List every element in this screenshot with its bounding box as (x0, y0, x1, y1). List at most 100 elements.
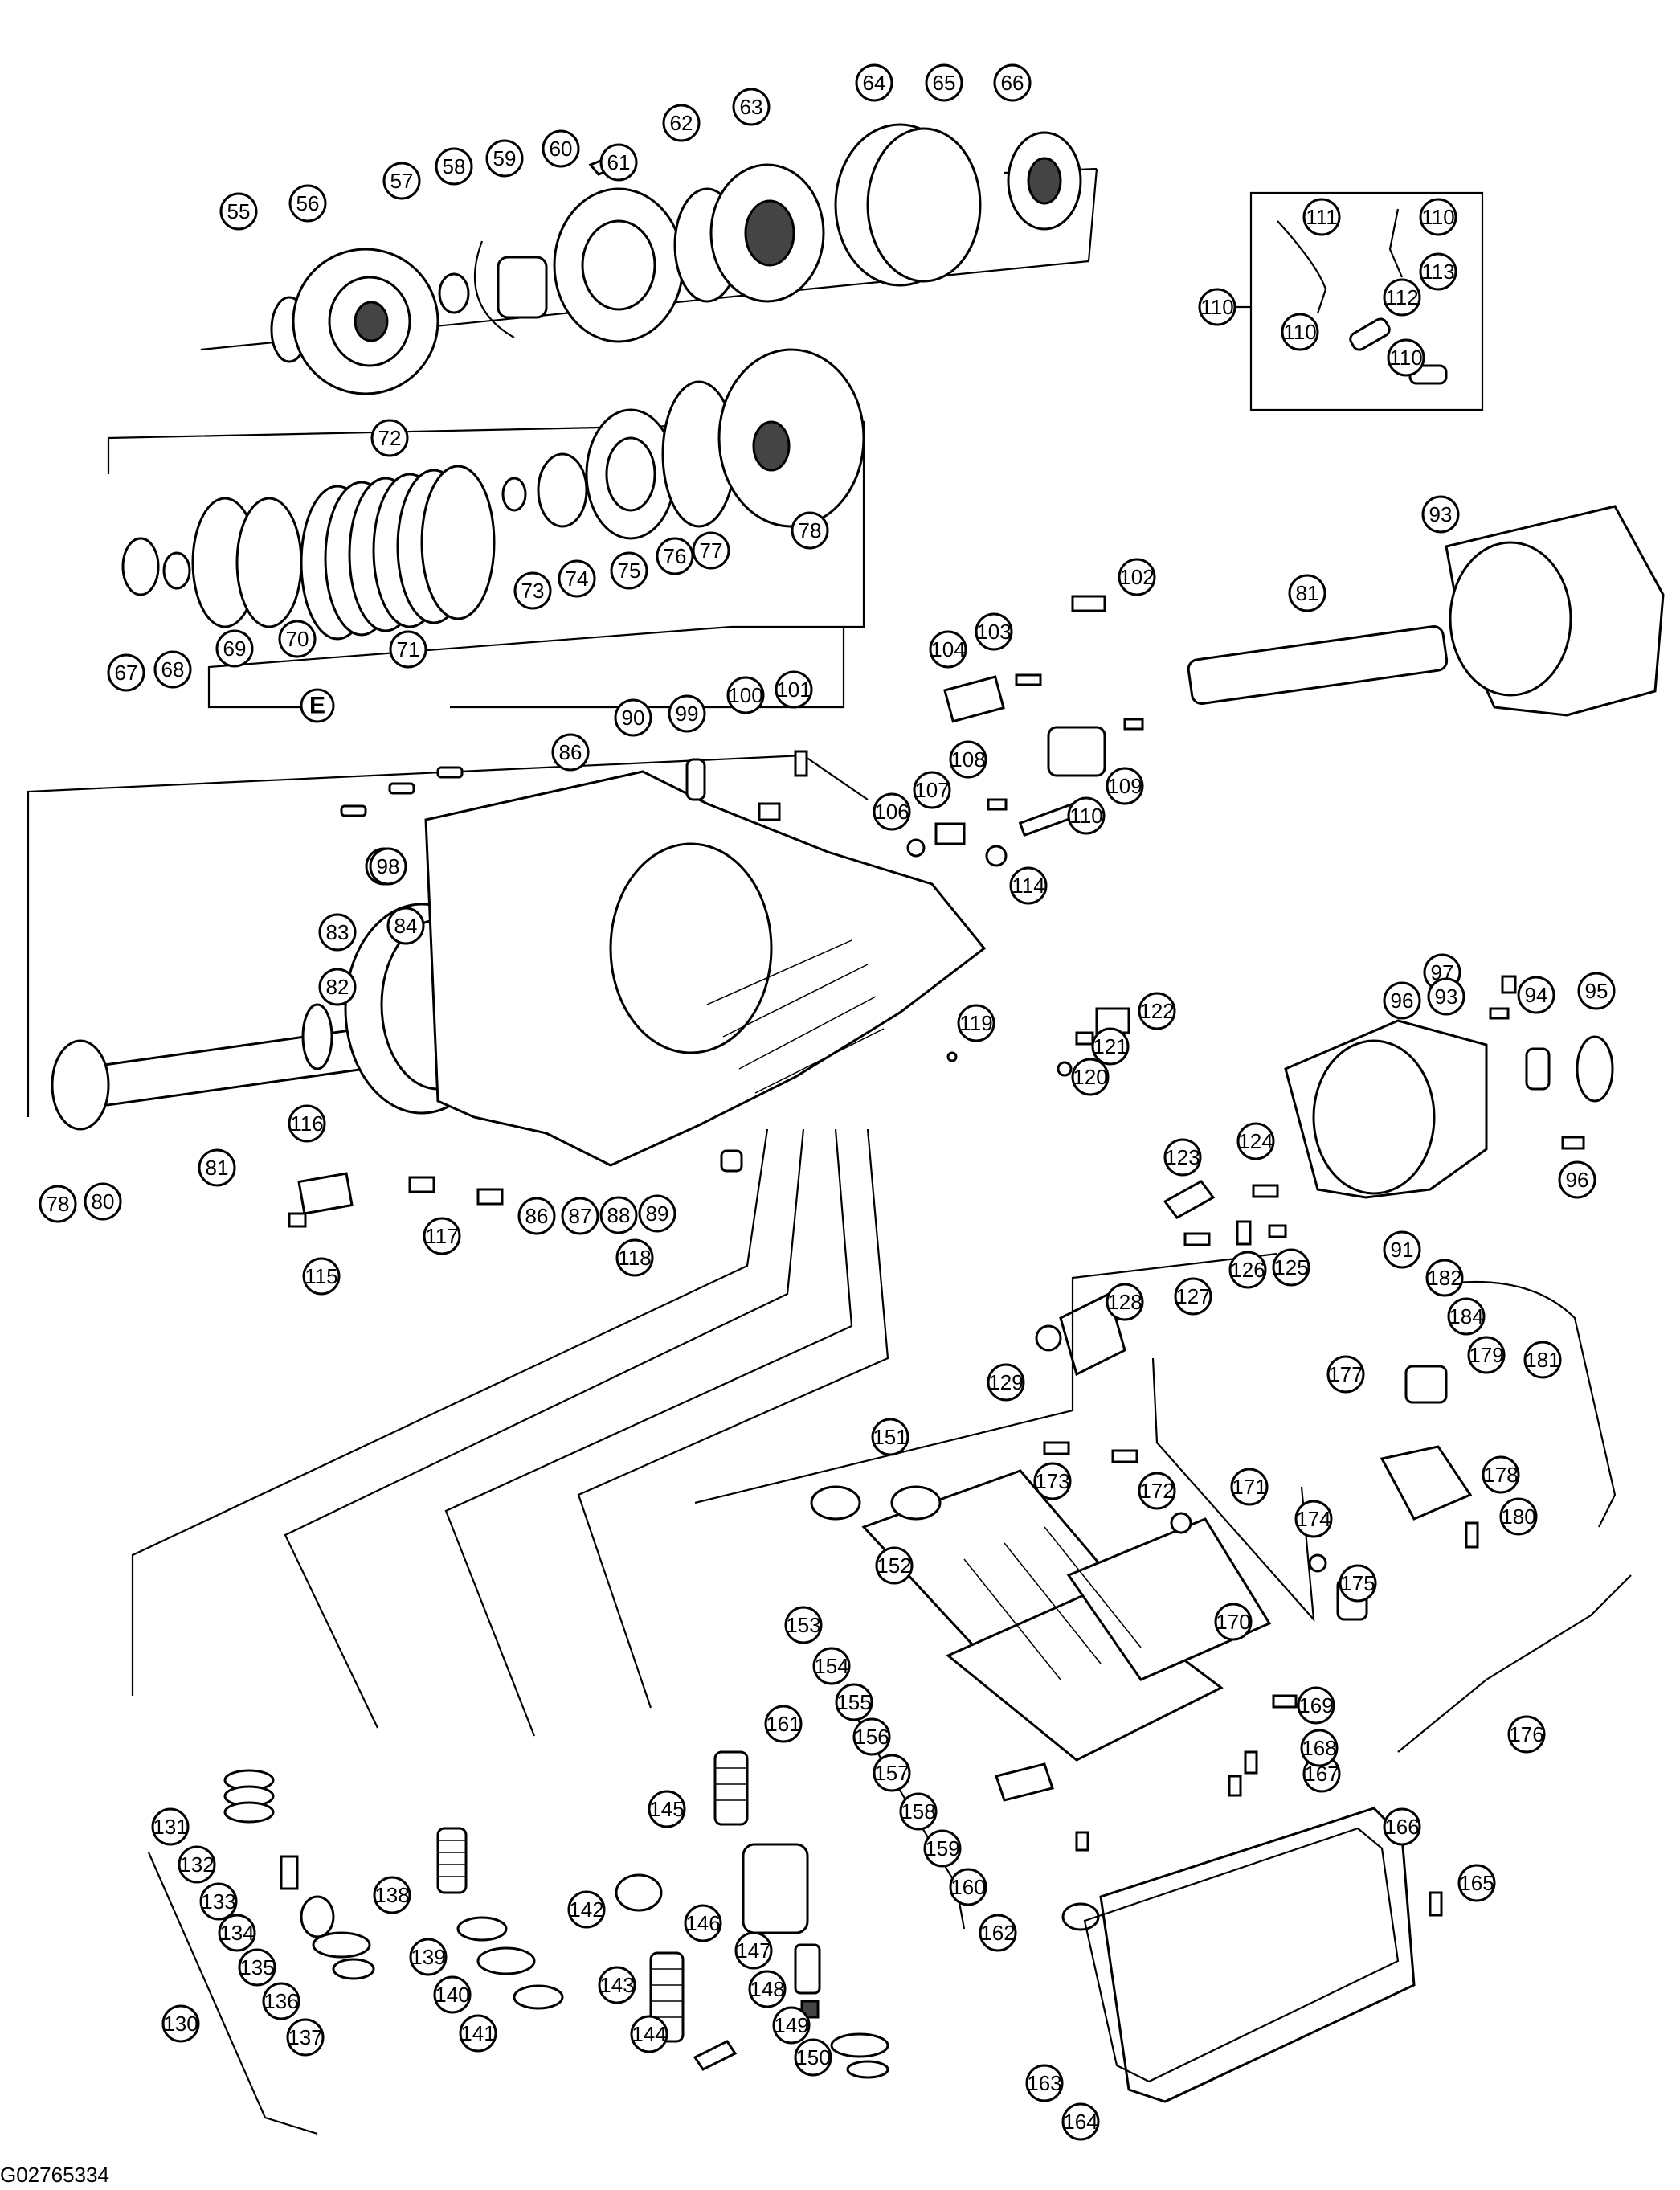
callout-142: 142 (567, 1890, 606, 1929)
callout-circle (288, 184, 327, 223)
callout-number: 134 (219, 1921, 254, 1945)
callout-number: 110 (1421, 205, 1454, 229)
callout-circle (161, 2004, 200, 2043)
callout-circle (662, 104, 701, 142)
callout-circle (1198, 288, 1236, 326)
callout-number: 89 (646, 1201, 669, 1226)
callout-91: 91 (1383, 1230, 1421, 1269)
part-68-ring (162, 551, 191, 590)
part-149-seal (830, 2032, 889, 2058)
callout-86: 86 (551, 733, 590, 772)
callout-159: 159 (923, 1829, 962, 1868)
callout-101: 101 (775, 670, 813, 709)
callout-number: 93 (1429, 502, 1453, 526)
part-119-ball (946, 1051, 958, 1062)
callout-circle (925, 63, 963, 102)
callout-89: 89 (638, 1194, 676, 1233)
callout-circle (286, 2018, 325, 2057)
callout-number: 90 (622, 706, 645, 730)
callout-number: 88 (607, 1203, 631, 1227)
callout-circle (1025, 2064, 1064, 2102)
callout-150: 150 (794, 2038, 832, 2077)
part-138-spring (436, 1827, 468, 1894)
part-96-bolt (1561, 1136, 1585, 1150)
callout-number: 84 (394, 914, 418, 938)
callout-130: 130 (161, 2004, 200, 2043)
callout-149: 149 (772, 2006, 811, 2045)
part-102-bracket (1071, 595, 1106, 612)
callout-88: 88 (599, 1196, 638, 1234)
callout-circle (1387, 338, 1425, 377)
callout-129: 129 (987, 1363, 1025, 1402)
callout-134: 134 (218, 1914, 256, 1952)
callout-172: 172 (1138, 1472, 1176, 1510)
callout-110: 110 (1198, 288, 1236, 326)
callout-163: 163 (1025, 2064, 1064, 2102)
callout-number: 178 (1483, 1463, 1518, 1487)
callout-circle (107, 653, 145, 692)
callout-86: 86 (517, 1197, 556, 1235)
callout-number: 110 (1200, 295, 1233, 319)
callout-162: 162 (979, 1914, 1017, 1952)
callout-circle (1300, 1729, 1339, 1767)
callout-number: 157 (874, 1761, 909, 1785)
callout-circle (1447, 1297, 1486, 1336)
callout-174: 174 (1294, 1500, 1333, 1538)
callout-number: 169 (1298, 1693, 1333, 1717)
callout-circle (1071, 1058, 1110, 1096)
callout-circle (726, 676, 765, 714)
callout-circle (648, 1790, 686, 1828)
callout-181: 181 (1523, 1341, 1562, 1379)
callout-number: 129 (988, 1370, 1023, 1394)
callout-circle (551, 733, 590, 772)
part-179-solenoid (1404, 1365, 1448, 1404)
callout-circle (1383, 1230, 1421, 1269)
callout-circle (975, 612, 1013, 651)
callout-number: 75 (618, 559, 641, 583)
callout-number: 87 (569, 1204, 592, 1228)
part-65-housing (866, 127, 982, 283)
callout-178: 178 (1482, 1455, 1520, 1494)
callout-number: 132 (179, 1852, 214, 1877)
part-150-seal (846, 2060, 889, 2079)
part-176-harness (1397, 1574, 1632, 1753)
callout-148: 148 (748, 1970, 787, 2008)
callout-171: 171 (1230, 1468, 1269, 1506)
part-74-sprag (537, 452, 588, 528)
callout-circle (373, 1876, 411, 1914)
callout-number: 144 (632, 2022, 666, 2046)
callout-98: 98 (369, 847, 407, 886)
section-e-group (107, 348, 865, 723)
callout-circle (409, 1938, 448, 1976)
callout-circle (630, 2015, 668, 2053)
callout-60: 60 (542, 129, 580, 168)
callout-circle (923, 1829, 962, 1868)
callout-127: 127 (1174, 1277, 1212, 1316)
callout-82: 82 (318, 968, 357, 1006)
callout-106: 106 (873, 792, 911, 831)
callout-number: 184 (1449, 1304, 1483, 1328)
callout-number: 137 (288, 2025, 322, 2049)
part-136-seal (332, 1958, 375, 1980)
callout-number: 106 (874, 800, 909, 824)
callout-circle (1288, 574, 1326, 612)
callout-168: 168 (1300, 1729, 1339, 1767)
callout-circle (734, 1931, 773, 1970)
callout-circle (1272, 1248, 1310, 1287)
callout-110: 110 (1419, 198, 1457, 236)
callout-circle (485, 139, 524, 178)
part-101-fitting (794, 750, 808, 777)
callout-number: 172 (1139, 1479, 1174, 1503)
callout-number: 147 (736, 1938, 771, 1963)
callout-114: 114 (1009, 866, 1048, 905)
callout-173: 173 (1033, 1462, 1072, 1500)
callout-154: 154 (812, 1647, 851, 1685)
callout-number: 146 (685, 1911, 720, 1935)
callout-circle (949, 740, 987, 779)
callout-circle (1419, 198, 1457, 236)
callout-number: 170 (1216, 1610, 1250, 1634)
callout-circle (1228, 1251, 1267, 1289)
callout-117: 117 (423, 1217, 461, 1255)
callout-179: 179 (1467, 1336, 1506, 1374)
